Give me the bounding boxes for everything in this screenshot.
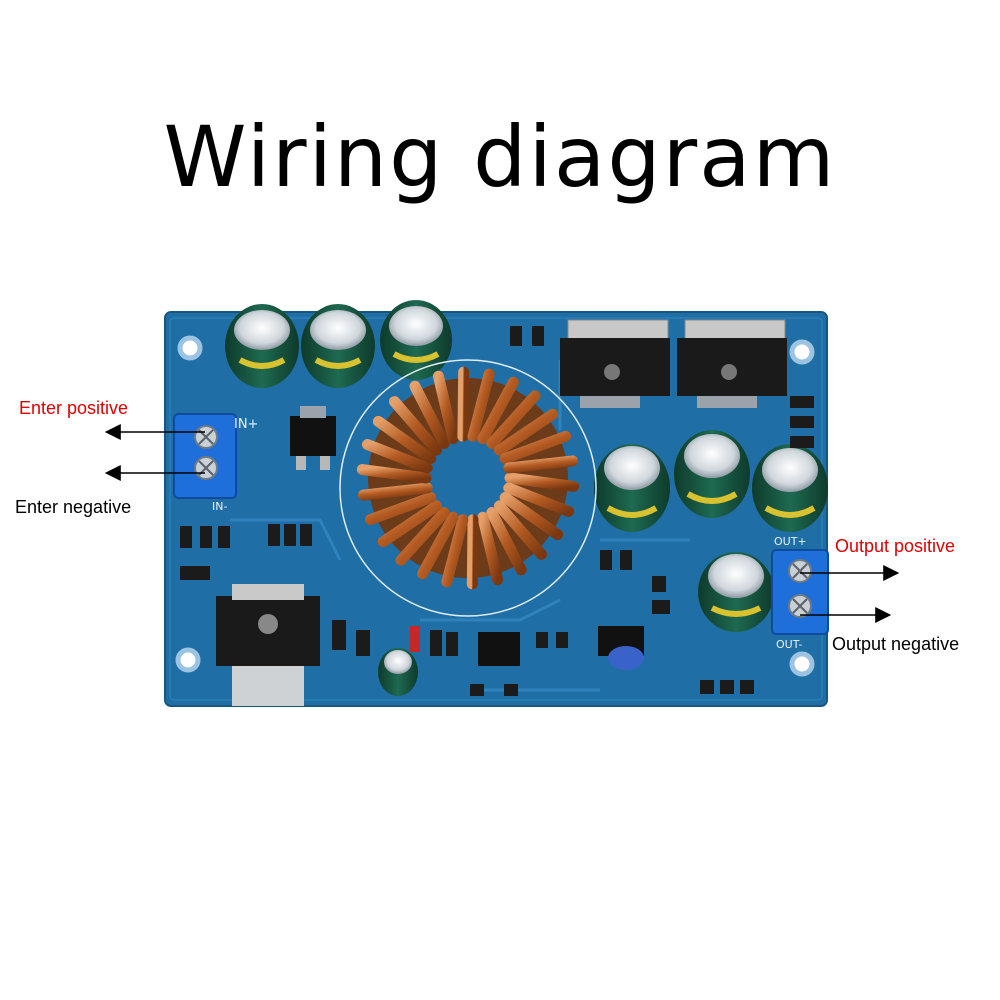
coil-turn: [503, 482, 575, 518]
coil-turn: [493, 408, 559, 456]
input-capacitors: [225, 300, 452, 388]
coil-turn: [395, 507, 450, 566]
output-capacitors: [594, 430, 828, 632]
mounting-hole-bl: [175, 647, 201, 673]
silk-label-out-minus: OUT-: [776, 638, 802, 651]
coil-turn: [466, 514, 479, 590]
coil-turn: [486, 390, 541, 449]
callout-output-negative: Output negative: [832, 634, 960, 654]
silk-label-in-plus: IN+: [234, 417, 258, 432]
coil-turn: [441, 514, 469, 588]
coil-turn: [493, 500, 547, 560]
coil-turn: [499, 430, 571, 464]
coil-turn: [457, 366, 470, 442]
coil-turn: [356, 464, 432, 484]
coil-turn: [486, 507, 527, 576]
page-title: Wiring diagram: [163, 108, 837, 206]
coil-windings: [356, 366, 580, 590]
mosfet-left: [560, 319, 670, 408]
ceramic-capacitor: [608, 646, 644, 670]
coil-turn: [361, 438, 433, 474]
coil-turn: [377, 500, 443, 548]
capacitor-c2: [301, 304, 375, 388]
small-capacitor: [378, 648, 418, 696]
smd-regulator: [290, 406, 336, 470]
capacitor-c4: [594, 444, 670, 532]
heatsink-diode: [216, 584, 320, 706]
silk-label-in-minus: IN-: [212, 500, 227, 513]
mounting-hole-tl: [177, 335, 203, 361]
mounting-hole-tr: [789, 339, 815, 365]
capacitor-c6: [752, 444, 828, 532]
capacitor-c5: [674, 430, 750, 518]
capacitor-c7: [698, 552, 774, 632]
output-terminal-block: [771, 549, 829, 635]
coil-turn: [477, 376, 519, 445]
coil-turn: [477, 511, 504, 586]
mounting-holes: [175, 335, 815, 677]
mosfet-right: [677, 319, 787, 408]
callout-enter-positive: Enter positive: [19, 398, 129, 418]
coil-turn: [365, 492, 437, 526]
coil-turn: [499, 492, 564, 541]
ic-u1: [478, 632, 520, 666]
coil-turn: [467, 368, 495, 442]
coil-turn: [409, 380, 450, 449]
coil-turn: [357, 482, 433, 501]
coil-turn: [389, 396, 443, 456]
coil-turn: [503, 455, 579, 474]
capacitor-c1: [225, 304, 299, 388]
toroid-inductor: [339, 359, 597, 617]
callout-output-positive: Output positive: [835, 536, 956, 556]
silk-label-out-plus: OUT+: [774, 535, 807, 548]
coil-turn: [417, 511, 459, 580]
mounting-hole-br: [789, 651, 815, 677]
input-terminal-block: [173, 413, 237, 499]
capacitor-c3: [380, 300, 452, 380]
coil-turn: [432, 370, 459, 445]
callout-enter-negative: Enter negative: [15, 497, 132, 517]
coil-turn: [504, 472, 580, 492]
smd-components: [180, 326, 814, 696]
coil-turn: [372, 415, 437, 464]
